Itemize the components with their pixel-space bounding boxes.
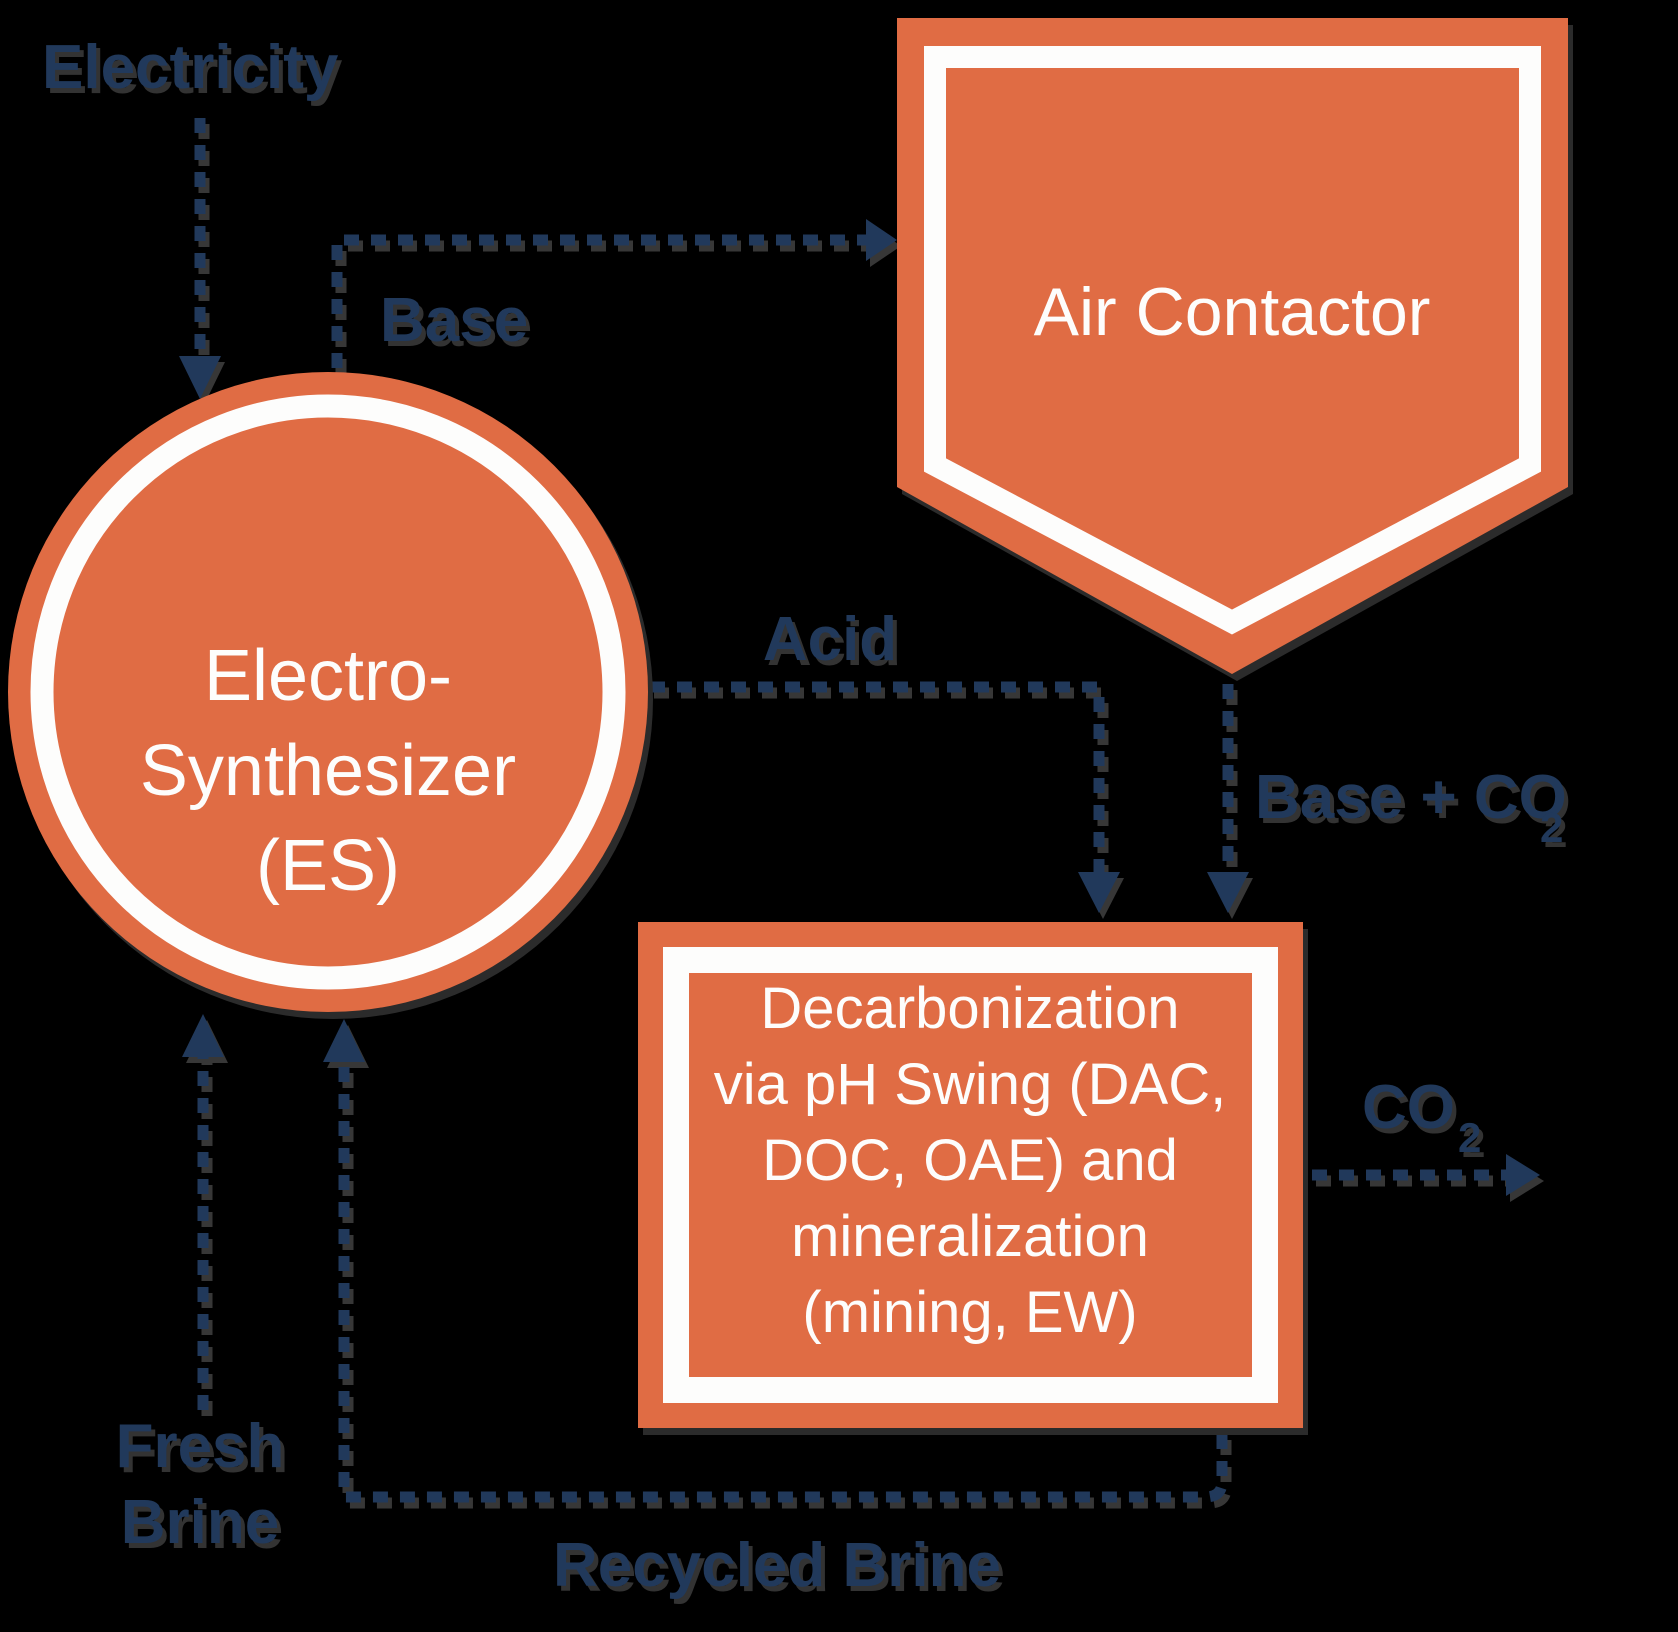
decarbonization-label-line3: DOC, OAE) and — [762, 1128, 1178, 1193]
fresh-brine-label-line1: Fresh — [116, 1412, 285, 1481]
decarbonization-label-line1: Decarbonization — [760, 976, 1179, 1041]
recycled-brine-label: Recycled Brine — [553, 1531, 1001, 1600]
arrow-down-icon — [1078, 872, 1120, 913]
base-label: Base — [380, 286, 528, 355]
co2-out-arrow — [1312, 1154, 1540, 1196]
air-contactor-inner-outline — [924, 46, 1541, 635]
electro-synthesizer-label-line3: (ES) — [256, 826, 400, 906]
arrow-down-icon — [179, 356, 221, 399]
arrow-up-icon — [182, 1014, 224, 1057]
arrow-right-icon — [866, 219, 897, 261]
fresh-brine-label-line2: Brine — [121, 1488, 279, 1557]
co2-out-label-subscript: 2 — [1458, 1114, 1481, 1161]
flow-labels: Electricity Base Acid Base + CO 2 CO 2 F… — [42, 33, 1567, 1600]
base-co2-label-subscript: 2 — [1540, 804, 1563, 851]
arrow-up-icon — [323, 1019, 365, 1062]
electricity-label: Electricity — [42, 33, 339, 102]
electro-synthesizer-label-line1: Electro- — [204, 636, 452, 716]
base-co2-label: Base + CO — [1255, 763, 1567, 832]
recycled-brine-dashed-line — [338, 1060, 1228, 1503]
decarbonization-label-line2: via pH Swing (DAC, — [714, 1052, 1226, 1117]
electricity-arrow — [179, 118, 221, 399]
acid-dashed-line — [650, 681, 1105, 874]
electro-synthesizer-inner-outline — [30, 394, 626, 990]
electro-synthesizer-label-line2: Synthesizer — [140, 731, 516, 811]
base-co2-arrow — [1207, 684, 1249, 913]
decarbonization-square-shape — [638, 922, 1303, 1428]
electro-synthesizer-circle-shape — [8, 372, 648, 1012]
recycled-brine-arrow — [323, 1019, 1228, 1503]
decarbonization-inner-outline — [663, 947, 1278, 1403]
decarbonization-node: Decarbonization via pH Swing (DAC, DOC, … — [638, 922, 1303, 1428]
co2-out-label: CO — [1362, 1073, 1455, 1142]
fresh-brine-arrow — [182, 1014, 224, 1410]
air-contactor-label: Air Contactor — [1034, 274, 1431, 350]
acid-label: Acid — [763, 605, 897, 674]
arrow-right-icon — [1506, 1154, 1540, 1196]
arrow-down-icon — [1207, 872, 1249, 913]
air-contactor-banner-shape — [897, 18, 1568, 674]
air-contactor-node: Air Contactor — [897, 18, 1568, 674]
acid-arrow — [650, 681, 1120, 913]
decarbonization-label-line5: (mining, EW) — [802, 1280, 1137, 1345]
base-arrow — [331, 219, 897, 368]
electro-synthesizer-node: Electro- Synthesizer (ES) — [8, 372, 648, 1012]
decarbonization-label-line4: mineralization — [791, 1204, 1149, 1269]
